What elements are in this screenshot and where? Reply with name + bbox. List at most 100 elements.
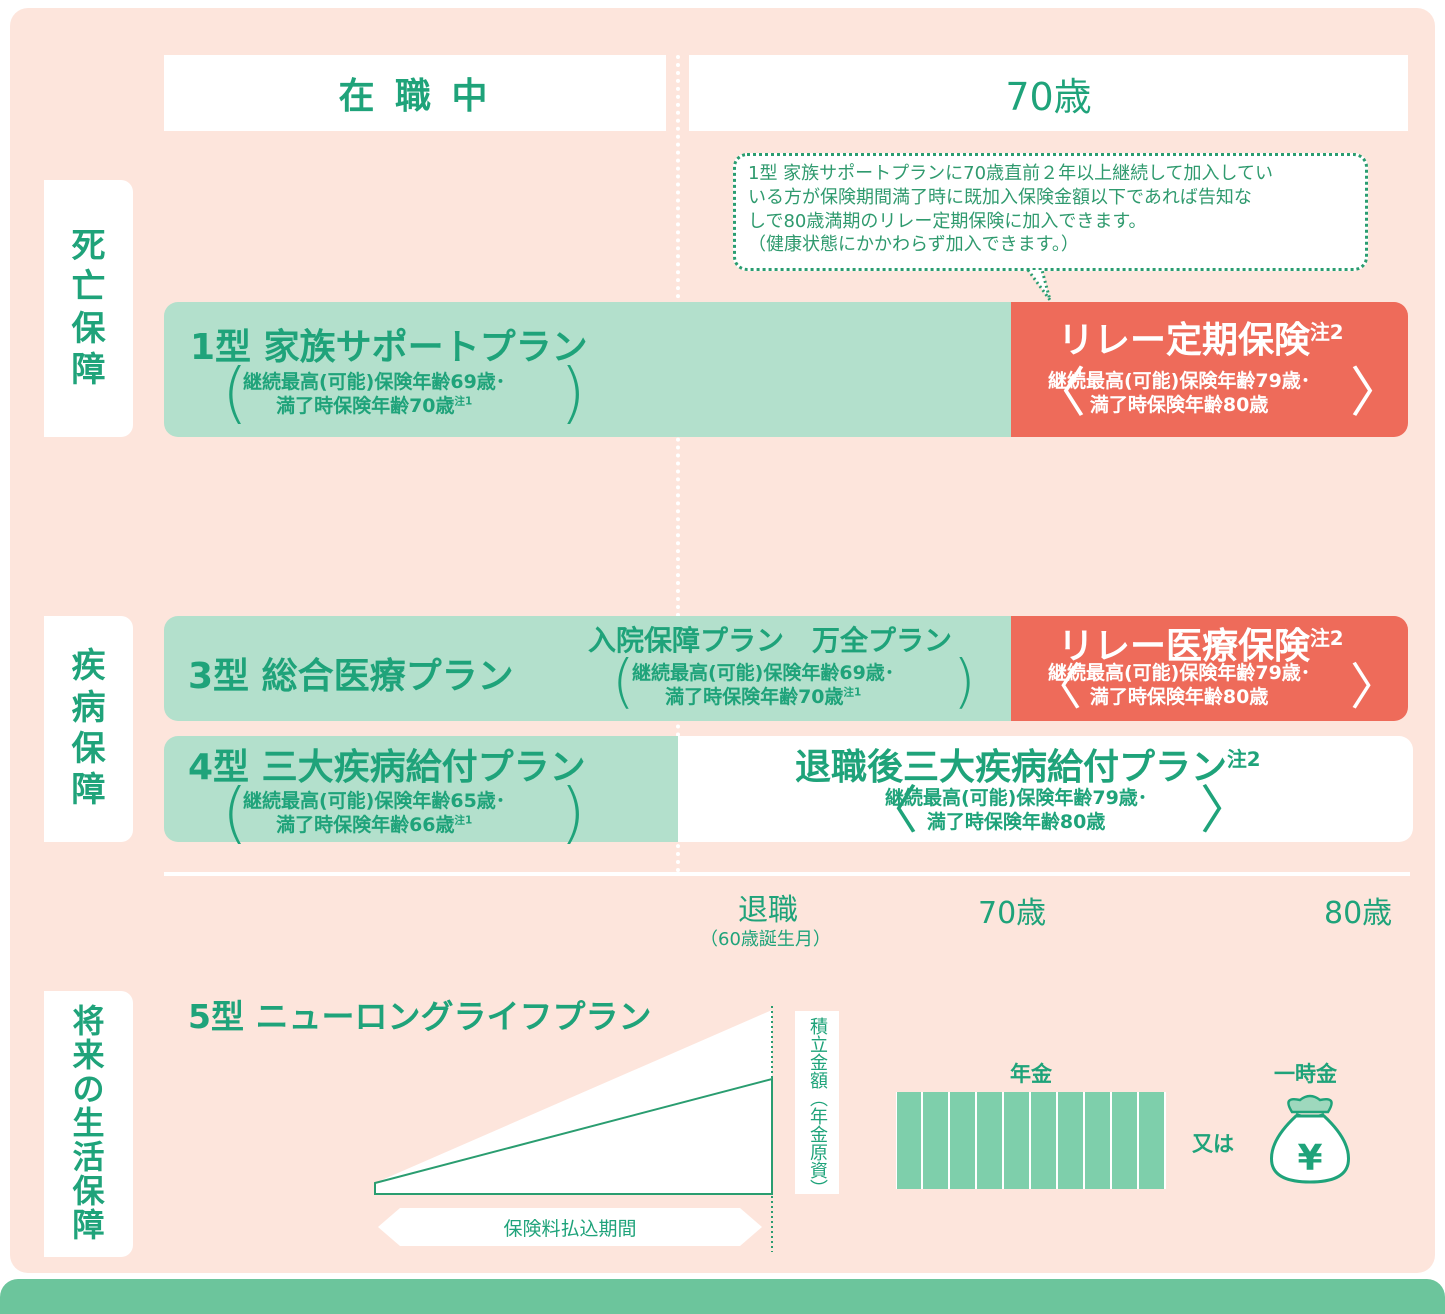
callout-line: 1型 家族サポートプランに70歳直前２年以上継続して加入してい	[748, 163, 1273, 184]
section-future-char: の	[72, 1070, 105, 1109]
callout-pointer	[1026, 269, 1052, 301]
relay-term-note: 注2	[1310, 321, 1344, 344]
relay-medical-title: リレー医療保険注2	[1058, 617, 1344, 669]
section-death-coverage: 死 亡 保 障	[44, 180, 133, 437]
plan3-open-paren: (	[612, 647, 635, 715]
plan1-terms: 継続最高(可能)保険年齢69歳･ 満了時保険年齢70歳注1	[243, 371, 505, 419]
callout-line: しで80歳満期のリレー定期保険に加入できます。	[748, 210, 1147, 232]
plan4-close-paren: )	[560, 774, 586, 851]
section-death-char: 亡	[71, 267, 106, 308]
retire-plan-open-bracket: 〈	[866, 781, 919, 841]
plan4-open-paren: (	[222, 774, 248, 851]
accumulation-graph	[374, 1006, 773, 1252]
pension-block	[1031, 1092, 1058, 1189]
relay-term-open-bracket: 〈	[1032, 361, 1086, 424]
plan3-terms: 継続最高(可能)保険年齢69歳･ 満了時保険年齢70歳注1	[632, 662, 894, 710]
pension-block	[1004, 1092, 1031, 1189]
section-death-char: 保	[71, 308, 106, 349]
payment-period-label: 保険料払込期間	[503, 1217, 637, 1240]
relay-medical-bar	[1011, 616, 1408, 721]
section-future-life-coverage: 将 来 の 生 活 保 障	[44, 991, 133, 1257]
accumulated-amount-label: 積立金額（年金原資）	[795, 1011, 839, 1197]
pension-label: 年金	[1010, 1062, 1052, 1086]
relay-term-bar	[1011, 302, 1408, 437]
plan4-terms-line2-text: 満了時保険年齢66歳	[276, 813, 455, 836]
plan1-terms-line2: 満了時保険年齢70歳注1	[243, 395, 505, 419]
pension-block	[1139, 1092, 1166, 1189]
header-in-service-label: 在 職 中	[338, 76, 492, 117]
relay-term-title: リレー定期保険注2	[1058, 311, 1344, 363]
section-death-char: 障	[71, 349, 106, 390]
plan1-open-paren: (	[222, 354, 248, 431]
plan3-terms-line2: 満了時保険年齢70歳注1	[632, 686, 894, 710]
plan4-terms-line1: 継続最高(可能)保険年齢65歳･	[243, 790, 506, 812]
plan4-terms-line2: 満了時保険年齢66歳注1	[243, 814, 505, 838]
header-in-service: 在 職 中	[164, 55, 666, 131]
section-future-char: 保	[72, 1171, 105, 1210]
section-future-char: 障	[72, 1205, 105, 1244]
section-death-char: 死	[71, 225, 106, 266]
retire-plan-title: 退職後三大疾病給付プラン注2	[795, 738, 1261, 790]
plan3-terms-line1: 継続最高(可能)保険年齢69歳･	[632, 662, 895, 684]
plan1-close-paren: )	[560, 354, 586, 431]
retire-plan-terms: 継続最高(可能)保険年齢79歳･ 満了時保険年齢80歳	[885, 787, 1147, 835]
section-illness-char: 疾	[71, 646, 106, 687]
timeline-age80: 80歳	[1324, 896, 1393, 931]
plan4-note: 注1	[454, 814, 473, 827]
footer-bar	[0, 1279, 1445, 1314]
payment-period-arrow	[378, 1208, 762, 1246]
relay-medical-note: 注2	[1310, 627, 1344, 650]
relay-term-terms-line1: 継続最高(可能)保険年齢79歳･	[1048, 370, 1311, 392]
relay-medical-close-bracket: 〉	[1350, 658, 1400, 716]
header-age70-label: 70歳	[1005, 74, 1092, 119]
timeline-retire: 退職	[738, 893, 798, 928]
section-illness-char: 病	[71, 687, 106, 728]
section-illness-char: 障	[71, 770, 106, 811]
pension-block	[977, 1092, 1004, 1189]
relay-term-close-bracket: 〉	[1350, 361, 1404, 424]
accumulation-line	[374, 1077, 773, 1195]
plan3-close-paren: )	[953, 647, 976, 715]
section-future-char: 来	[72, 1036, 105, 1075]
pension-block	[1085, 1092, 1112, 1189]
retire-plan-title-text: 退職後三大疾病給付プラン	[795, 747, 1228, 788]
retirement-dotted-line	[676, 55, 680, 873]
relay-medical-title-text: リレー医療保険	[1058, 626, 1311, 667]
timeline-axis	[164, 872, 1410, 876]
retire-plan-terms-line1: 継続最高(可能)保険年齢79歳･	[885, 787, 1148, 809]
plan3-note: 注1	[843, 686, 862, 699]
or-label: 又は	[1192, 1132, 1234, 1156]
plan1-title: 1型 家族サポートプラン	[190, 327, 588, 368]
pension-block	[1112, 1092, 1139, 1189]
section-future-char: 生	[72, 1104, 105, 1143]
pension-block	[950, 1092, 977, 1189]
retire-plan-terms-line2: 満了時保険年齢80歳	[926, 810, 1106, 833]
retire-plan-bar	[678, 736, 1413, 842]
header-age70: 70歳	[689, 55, 1408, 131]
plan3-title: 3型 総合医療プラン	[188, 656, 514, 697]
retire-plan-note: 注2	[1227, 748, 1261, 771]
retire-plan-close-bracket: 〉	[1200, 781, 1253, 841]
relay-term-terms: 継続最高(可能)保険年齢79歳･ 満了時保険年齢80歳	[1048, 370, 1310, 418]
callout-line: いる方が保険期間満了時に既加入保険金額以下であれば告知な	[748, 186, 1252, 208]
plan1-terms-line1: 継続最高(可能)保険年齢69歳･	[243, 371, 506, 393]
timeline-retire-sub: （60歳誕生月）	[700, 929, 831, 950]
relay-medical-open-bracket: 〈	[1032, 658, 1082, 716]
yen-symbol: ¥	[1297, 1138, 1322, 1179]
plan1-bar	[164, 302, 1024, 437]
accumulation-area	[375, 1010, 772, 1194]
section-illness-coverage: 疾 病 保 障	[44, 616, 133, 842]
plan4-bar	[164, 736, 678, 842]
section-future-char: 活	[72, 1137, 105, 1176]
pension-block	[923, 1092, 950, 1189]
plan4-title: 4型 三大疾病給付プラン	[188, 747, 586, 788]
timeline-age70: 70歳	[978, 896, 1047, 931]
section-future-char: 将	[72, 1002, 105, 1041]
plan1-note: 注1	[454, 395, 473, 408]
relay-medical-terms-line2: 満了時保険年齢80歳	[1089, 685, 1269, 708]
plan3-terms-line2-text: 満了時保険年齢70歳	[665, 685, 844, 708]
callout-line: （健康状態にかかわらず加入できます。）	[748, 234, 1079, 256]
money-bag-icon: ¥	[1270, 1094, 1350, 1184]
section-illness-char: 保	[71, 729, 106, 769]
plan4-terms: 継続最高(可能)保険年齢65歳･ 満了時保険年齢66歳注1	[243, 790, 505, 838]
